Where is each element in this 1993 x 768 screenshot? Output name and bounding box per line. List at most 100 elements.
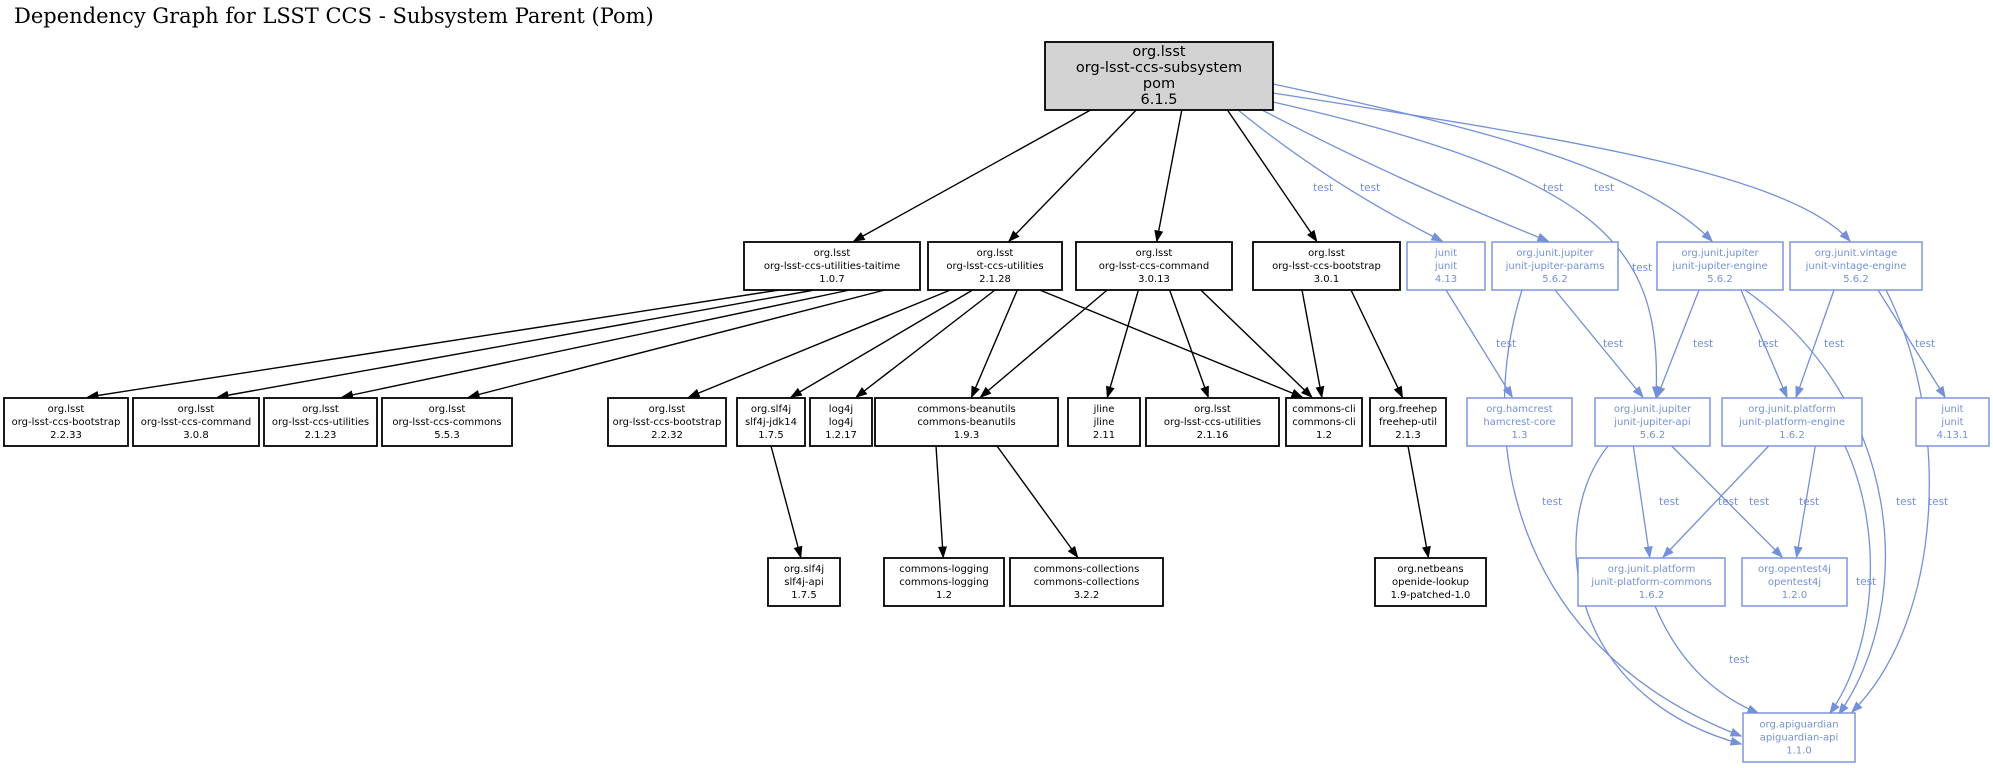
node-slf4japi-line-2: 1.7.5 — [791, 590, 816, 601]
node-commonscollections-line-1: commons-collections — [1034, 577, 1140, 588]
node-commons553-line-1: org-lsst-ccs-commons — [392, 417, 501, 428]
edge-engine-jupiterapi — [1656, 289, 1700, 399]
node-utilities2128-line-2: 2.1.28 — [979, 274, 1011, 285]
node-slf4jjdk14-line-2: 1.7.5 — [758, 430, 783, 441]
node-slf4jjdk14-line-0: org.slf4j — [751, 404, 791, 415]
edge-root-jupiterapi — [1272, 101, 1661, 399]
edge-command3013-utilities2116 — [1168, 289, 1209, 399]
edge-taitime-bootstrap2233 — [86, 289, 780, 400]
edge-platformengine-opentest4j — [1793, 445, 1816, 559]
node-taitime: org.lsstorg-lsst-ccs-utilities-taitime1.… — [743, 241, 921, 291]
edge-label-root-jupiterapi: test — [1632, 262, 1652, 274]
node-log4j-line-0: log4j — [829, 404, 853, 415]
edge-label-root-vintage: test — [1594, 182, 1614, 194]
edge-label-junit413-hamcrest: test — [1496, 338, 1516, 350]
edge-label-jupiterapi-platformcommons: test — [1659, 496, 1679, 508]
node-utilities2128-line-1: org-lsst-ccs-utilities — [946, 261, 1043, 272]
node-slf4japi-line-1: slf4j-api — [784, 577, 824, 588]
node-platformengine-line-1: junit-platform-engine — [1738, 417, 1845, 428]
edge-taitime-commons553 — [467, 289, 885, 399]
node-commonscli-line-2: 1.2 — [1316, 430, 1332, 441]
node-jupiterapi-line-1: junit-jupiter-api — [1613, 417, 1690, 428]
node-commonscli-line-1: commons-cli — [1292, 417, 1355, 428]
node-utilities2116-line-0: org.lsst — [1194, 404, 1231, 415]
node-root-line-3: 6.1.5 — [1141, 92, 1178, 108]
node-utilities2116-line-1: org-lsst-ccs-utilities — [1164, 417, 1261, 428]
node-apiguardian-line-1: apiguardian-api — [1760, 733, 1838, 744]
edge-root-bootstrap301 — [1226, 109, 1318, 243]
node-params-line-1: junit-jupiter-params — [1505, 261, 1605, 272]
node-jupiterapi-line-0: org.junit.jupiter — [1614, 404, 1692, 415]
edge-command3013-jline — [1105, 289, 1140, 399]
node-junit4131-line-1: junit — [1940, 417, 1963, 428]
edge-label-vintage-apiguardian: test — [1928, 496, 1948, 508]
node-params-line-2: 5.6.2 — [1542, 274, 1567, 285]
edge-engine-apiguardian — [1744, 289, 1887, 716]
edge-junit413-hamcrest — [1445, 289, 1513, 399]
edge-label-engine-platformengine: test — [1758, 338, 1778, 350]
node-hamcrest-line-0: org.hamcrest — [1486, 404, 1553, 415]
edge-label-platformengine-platformcommons: test — [1718, 496, 1738, 508]
edge-root-utilities2128 — [1008, 109, 1137, 243]
edge-vintage-junit4131 — [1877, 289, 1946, 399]
node-platformcommons-line-1: junit-platform-commons — [1590, 577, 1712, 588]
edge-freehep-openide — [1407, 445, 1431, 559]
edge-vintage-apiguardian — [1850, 289, 1930, 714]
node-platformengine-line-0: org.junit.platform — [1748, 404, 1835, 415]
edge-label-params-apiguardian: test — [1542, 496, 1562, 508]
edge-bootstrap301-commonscli — [1301, 289, 1325, 399]
node-utilities2116: org.lsst org-lsst-ccs-utilities 2.1.16 — [1145, 397, 1280, 447]
edge-label-root-junit413: test — [1313, 182, 1333, 194]
edge-label-platformengine-apiguardian: test — [1856, 576, 1876, 588]
node-command3013-line-1: org-lsst-ccs-command — [1099, 261, 1209, 272]
node-bootstrap2232-line-2: 2.2.32 — [651, 430, 683, 441]
node-commonscollections: commons-collectionscommons-collections3.… — [1009, 557, 1164, 607]
edge-label-root-engine: test — [1543, 182, 1563, 194]
edge-params-jupiterapi — [1554, 289, 1644, 399]
node-beanutils-line-0: commons-beanutils — [917, 404, 1015, 415]
node-jline-line-2: 2.11 — [1093, 430, 1115, 441]
node-jline-line-1: jline — [1093, 417, 1115, 428]
edge-platformcommons-apiguardian — [1654, 605, 1760, 714]
node-utilities2116-line-2: 2.1.16 — [1197, 430, 1229, 441]
edge-utilities2128-log4j — [855, 289, 996, 398]
node-jupiterapi: org.junit.jupiter junit-jupiter-api 5.6.2 — [1594, 397, 1711, 447]
node-jupiterapi-line-2: 5.6.2 — [1640, 430, 1665, 441]
node-slf4japi-line-0: org.slf4j — [784, 564, 824, 575]
node-hamcrest-line-1: hamcrest-core — [1483, 417, 1555, 428]
node-taitime-line-0: org.lsst — [814, 248, 851, 259]
edge-label-platformengine-opentest4j: test — [1799, 496, 1819, 508]
node-vintage: org.junit.vintagejunit-vintage-engine5.6… — [1789, 241, 1923, 291]
node-commons553-line-0: org.lsst — [429, 404, 466, 415]
node-opentest4j-line-2: 1.2.0 — [1782, 590, 1807, 601]
node-opentest4j-line-1: opentest4j — [1768, 577, 1821, 588]
edge-slf4jjdk14-slf4japi — [770, 445, 803, 559]
edge-params-apiguardian — [1503, 289, 1743, 737]
edge-utilities2128-slf4jjdk14 — [789, 289, 974, 398]
edge-root-junit413 — [1237, 109, 1444, 242]
node-params: org.junit.jupiterjunit-jupiter-params5.6… — [1491, 241, 1619, 291]
node-platformengine: org.junit.platformjunit-platform-engine1… — [1721, 397, 1863, 447]
node-engine-line-2: 5.6.2 — [1707, 274, 1732, 285]
node-freehep-line-0: org.freehep — [1379, 404, 1437, 415]
node-junit4131-line-0: junit — [1940, 404, 1963, 415]
edge-command3013-commonscli — [1200, 289, 1313, 399]
node-engine-line-1: junit-jupiter-engine — [1671, 261, 1767, 272]
